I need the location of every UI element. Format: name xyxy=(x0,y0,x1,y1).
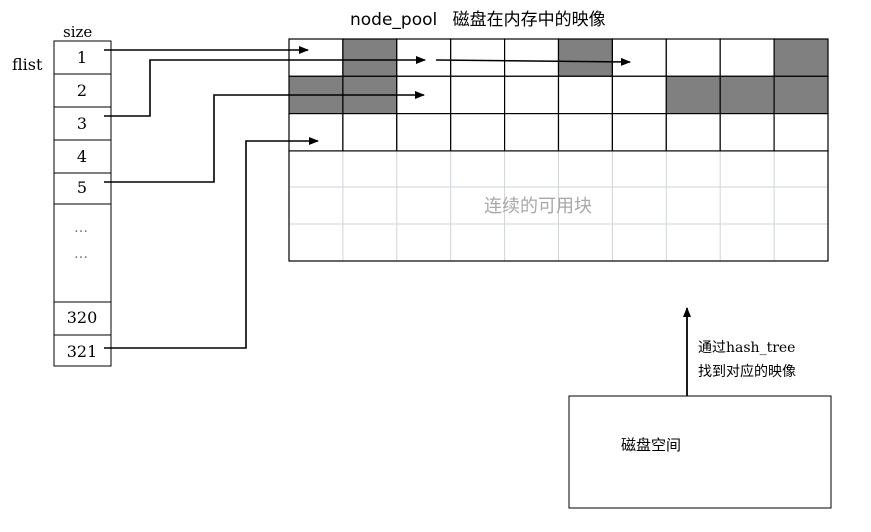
flist-size-5: 5 xyxy=(77,178,87,197)
title-suffix: 磁盘在内存中的映像 xyxy=(453,10,606,30)
pool-block-free xyxy=(504,112,560,152)
arrow-chain-next xyxy=(435,57,631,66)
flist-size-1: 1 xyxy=(77,48,87,67)
pool-block-used xyxy=(342,38,398,77)
disk-space-label: 磁盘空间 xyxy=(621,436,681,454)
title-prefix: node_pool xyxy=(350,10,437,30)
pool-block-free xyxy=(288,38,344,77)
pool-block-used xyxy=(665,75,721,115)
pool-block-used xyxy=(557,38,614,77)
flist-size-ellipsis: … xyxy=(74,246,88,262)
pool-block-free xyxy=(342,112,398,152)
pool-block-free xyxy=(288,112,344,152)
pool-block-free xyxy=(450,75,506,115)
pool-block-used xyxy=(719,75,775,115)
pool-block-free xyxy=(719,38,775,77)
pool-block-used xyxy=(773,75,829,115)
flist-size-ellipsis: … xyxy=(74,220,88,236)
pool-block-free xyxy=(557,75,614,115)
hash-note-line2: 找到对应的映像 xyxy=(698,363,796,380)
hash-note-line1: 通过hash_tree xyxy=(698,340,795,356)
arrow-size-321 xyxy=(104,137,319,349)
pool-block-free xyxy=(611,112,667,152)
pool-block-free xyxy=(504,75,560,115)
pool-block-free xyxy=(773,112,829,152)
flist-label: flist xyxy=(12,55,43,74)
pool-block-free xyxy=(396,112,452,152)
pool-block-free xyxy=(665,112,721,152)
node-pool-grid xyxy=(288,38,829,262)
arrow-size-3 xyxy=(104,56,426,117)
pool-block-free xyxy=(665,38,721,77)
flist-size-4: 4 xyxy=(77,147,87,166)
pool-block-used xyxy=(773,38,829,77)
flist-size-321: 321 xyxy=(67,342,98,361)
pool-block-free xyxy=(611,38,667,77)
pool-block-free xyxy=(396,38,452,77)
flist-size-3: 3 xyxy=(77,114,87,133)
arrow-size-5 xyxy=(104,91,425,183)
flist-arrows xyxy=(104,46,631,349)
pool-block-free xyxy=(557,112,614,152)
diagram-title: node_pool 磁盘在内存中的映像 xyxy=(350,10,606,30)
free-area-label: 连续的可用块 xyxy=(484,196,592,217)
flist-column: 1 2 3 4 5 … … 320 321 xyxy=(53,40,112,367)
pool-block-free xyxy=(719,112,775,152)
disk-space-box xyxy=(568,395,832,509)
size-header: size xyxy=(63,23,92,41)
pool-block-free xyxy=(611,75,667,115)
flist-size-2: 2 xyxy=(77,81,87,100)
pool-block-free xyxy=(450,38,506,77)
flist-size-320: 320 xyxy=(67,308,98,327)
pool-block-free xyxy=(450,112,506,152)
pool-block-free xyxy=(504,38,560,77)
